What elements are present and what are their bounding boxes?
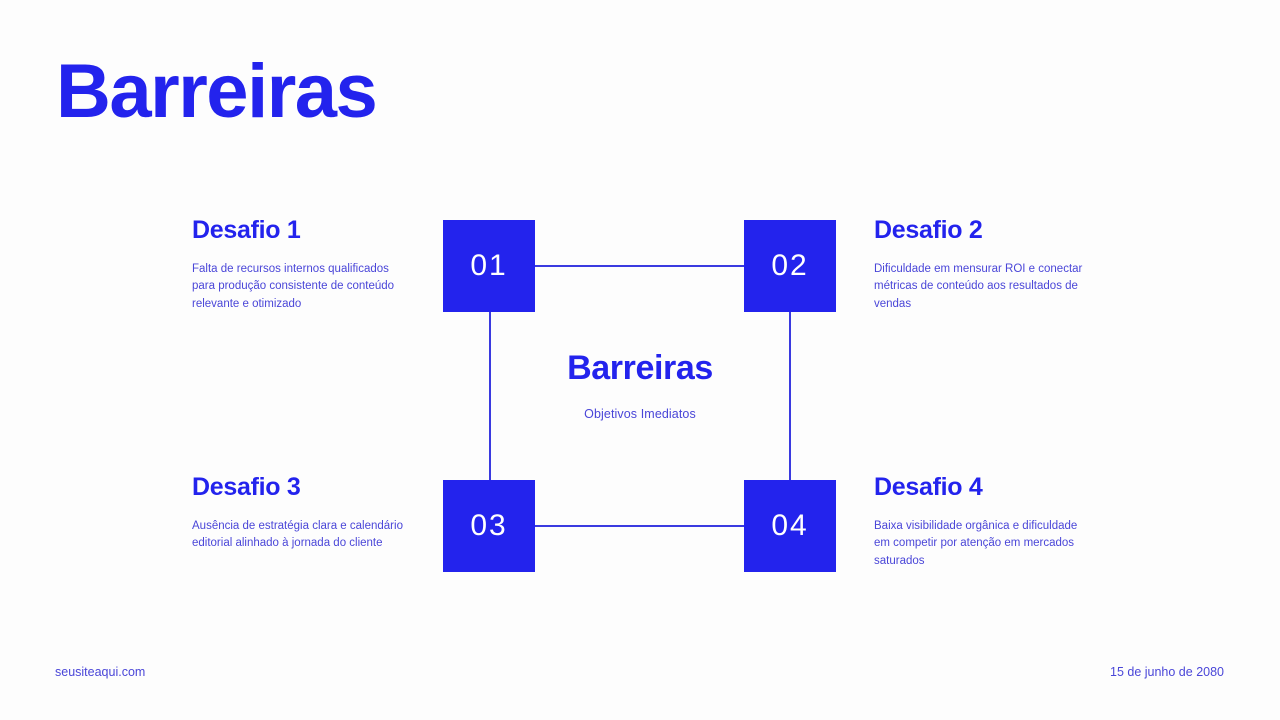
challenge-description-3: Ausência de estratégia clara e calendári…: [192, 519, 403, 550]
connector-01-02: [535, 265, 744, 267]
challenge-description-2: Dificuldade em mensurar ROI e conectar m…: [874, 262, 1083, 310]
footer-website[interactable]: seusiteaqui.com: [55, 665, 146, 679]
node-box-02[interactable]: 02: [744, 220, 836, 312]
node-box-03[interactable]: 03: [443, 480, 535, 572]
challenge-item-4: Desafio 4 Baixa visibilidade orgânica e …: [874, 473, 1089, 570]
challenge-item-3: Desafio 3 Ausência de estratégia clara e…: [192, 473, 407, 553]
node-number-04: 04: [771, 509, 809, 542]
node-number-02: 02: [771, 249, 809, 282]
diagram-center-label: Barreiras Objetivos Imediatos: [490, 348, 790, 421]
challenge-title-2: Desafio 2: [874, 216, 983, 244]
node-box-04[interactable]: 04: [744, 480, 836, 572]
challenge-description-4: Baixa visibilidade orgânica e dificuldad…: [874, 519, 1078, 567]
node-box-01[interactable]: 01: [443, 220, 535, 312]
challenge-title-1: Desafio 1: [192, 216, 301, 244]
challenge-description-1: Falta de recursos internos qualificados …: [192, 262, 395, 310]
footer-date: 15 de junho de 2080: [1110, 665, 1224, 679]
page-title: Barreiras: [56, 49, 378, 134]
center-subtitle: Objetivos Imediatos: [584, 406, 696, 421]
connector-02-04: [789, 312, 791, 480]
connector-01-03: [489, 312, 491, 480]
challenge-title-4: Desafio 4: [874, 473, 983, 501]
challenge-item-1: Desafio 1 Falta de recursos internos qua…: [192, 216, 407, 313]
connector-03-04: [535, 525, 744, 527]
challenge-item-2: Desafio 2 Dificuldade em mensurar ROI e …: [874, 216, 1089, 313]
node-number-03: 03: [470, 509, 508, 542]
node-number-01: 01: [470, 249, 508, 282]
center-title: Barreiras: [567, 349, 713, 387]
challenge-title-3: Desafio 3: [192, 473, 301, 501]
